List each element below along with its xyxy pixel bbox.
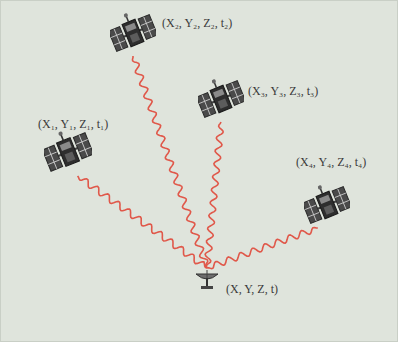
wave-line	[133, 56, 208, 268]
satellite-icon	[44, 128, 92, 176]
signal-wave	[133, 56, 208, 268]
coordinate-label: (X₂, Y₂, Z₂, t₂)	[162, 16, 232, 30]
coordinate-label: (X₃, Y₃, Z₃, t₃)	[248, 84, 318, 98]
wave-line	[207, 228, 318, 269]
satellite: (X₂, Y₂, Z₂, t₂)	[110, 10, 235, 56]
wave-line	[205, 122, 223, 268]
receiver-icon	[194, 268, 220, 290]
signal-wave	[78, 176, 207, 268]
coordinate-label: (X₄, Y₄, Z₄, t₄)	[296, 155, 366, 169]
satellite: (X₃, Y₃, Z₃, t₃)	[198, 76, 321, 122]
satellite: (X₁, Y₁, Z₁, t₁)	[36, 114, 111, 176]
satellite: (X₄, Y₄, Z₄, t₄)	[292, 152, 369, 228]
receiver: (X, Y, Z, t)	[194, 268, 280, 296]
coordinate-label: (X₁, Y₁, Z₁, t₁)	[38, 117, 108, 131]
signal-wave	[207, 228, 318, 269]
coordinate-label: (X, Y, Z, t)	[226, 282, 278, 296]
wave-line	[78, 176, 207, 268]
signal-wave	[205, 122, 223, 268]
satellite-icon	[110, 10, 156, 56]
satellite-icon	[304, 182, 350, 228]
satellite-icon	[198, 76, 244, 122]
